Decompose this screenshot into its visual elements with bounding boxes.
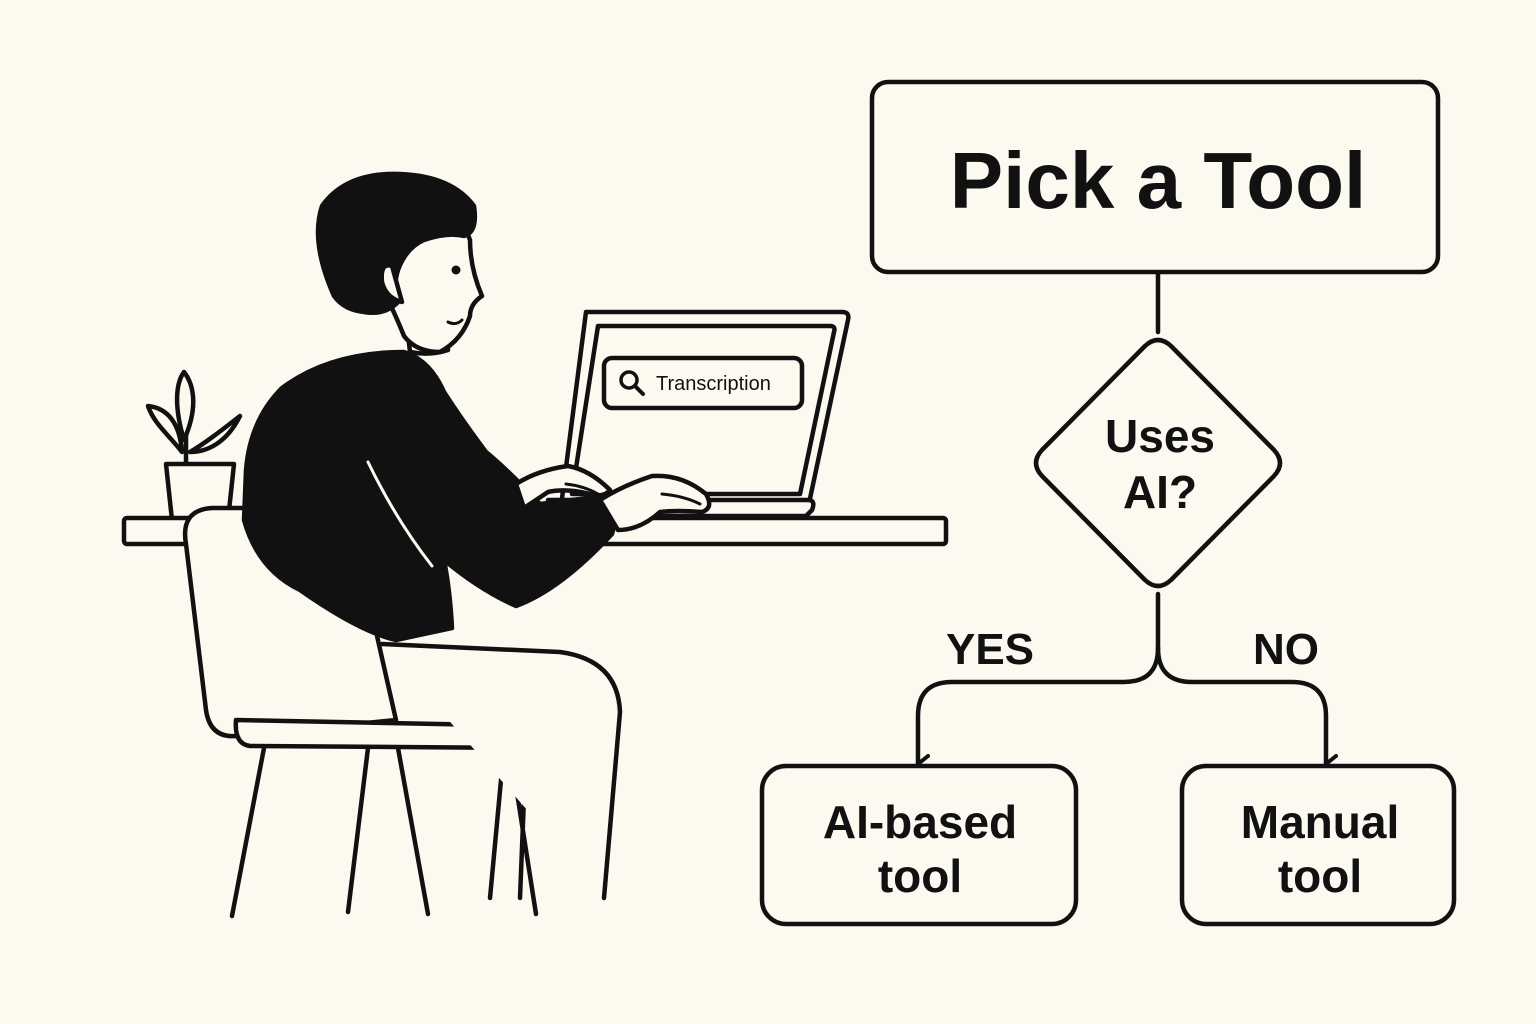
search-query-text: Transcription (656, 373, 771, 395)
decision-label-line1: Uses (1105, 410, 1215, 462)
person-at-desk-illustration: Transcription (121, 171, 949, 919)
outcome-ai-based-tool-box (759, 763, 1079, 927)
decision-label-line2: AI? (1123, 466, 1197, 518)
outcome-manual-line1: Manual (1241, 796, 1399, 848)
outcome-ai-based-line2: tool (878, 850, 962, 902)
outcome-manual-tool-box (1179, 763, 1457, 927)
search-bar[interactable]: Transcription (601, 355, 805, 411)
flowchart: Pick a Tool Uses AI? YES NO AI-based too… (759, 79, 1457, 927)
plant-icon (145, 369, 243, 523)
start-box (869, 79, 1441, 275)
outcome-manual-line2: tool (1278, 850, 1362, 902)
start-box-label: Pick a Tool (950, 136, 1366, 225)
person-hand-front (597, 473, 712, 533)
person-eye (451, 265, 461, 275)
connector-no-branch (1155, 645, 1338, 774)
person-legs (379, 641, 623, 901)
connector-yes-branch (915, 645, 1161, 774)
decision-diamond (1033, 337, 1283, 589)
person-torso (241, 349, 617, 643)
search-icon (619, 370, 645, 396)
outcome-ai-based-line1: AI-based (823, 796, 1017, 848)
branch-yes-label: YES (946, 625, 1034, 674)
person-hair (315, 171, 478, 315)
branch-no-label: NO (1253, 625, 1319, 674)
person-hand-back (513, 463, 613, 511)
